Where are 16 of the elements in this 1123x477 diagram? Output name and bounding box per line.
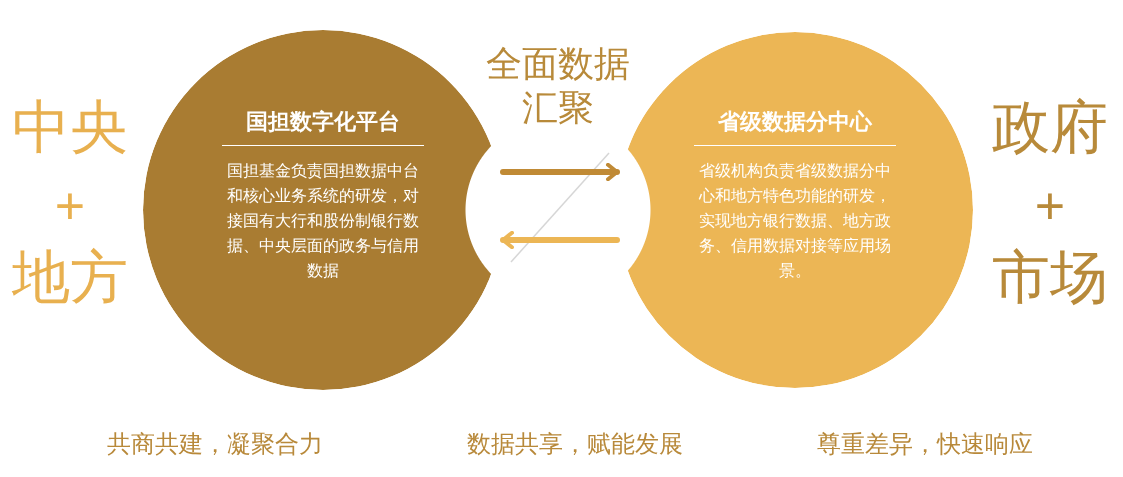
node-description: 国担基金负责国担数据中台和核心业务系统的研发，对接国有大行和股份制银行数据、中央层面的政务与信用数据 xyxy=(226,161,420,281)
side-label: + xyxy=(54,178,86,234)
node-description: 省级机构负责省级数据分中心和地方特色功能的研发，实现地方银行数据、地方政务、信用数据对接等应用场景。 xyxy=(698,161,892,281)
arrow xyxy=(500,230,620,250)
side-label: 地方 xyxy=(12,243,128,311)
arrow xyxy=(500,162,620,182)
text-label: 共商共建，凝聚合力 xyxy=(107,429,323,459)
side-label: + xyxy=(1034,178,1066,234)
text-label: 全面数据汇聚 xyxy=(484,42,631,130)
node-heading: 省级数据分中心 xyxy=(694,107,896,146)
side-label: 市场 xyxy=(992,243,1108,311)
side-label: 政府 xyxy=(992,93,1108,161)
node-heading: 国担数字化平台 xyxy=(222,107,424,146)
text-label: 数据共享，赋能发展 xyxy=(467,429,683,459)
side-label: 中央 xyxy=(12,93,128,161)
text-label: 尊重差异，快速响应 xyxy=(817,429,1033,459)
